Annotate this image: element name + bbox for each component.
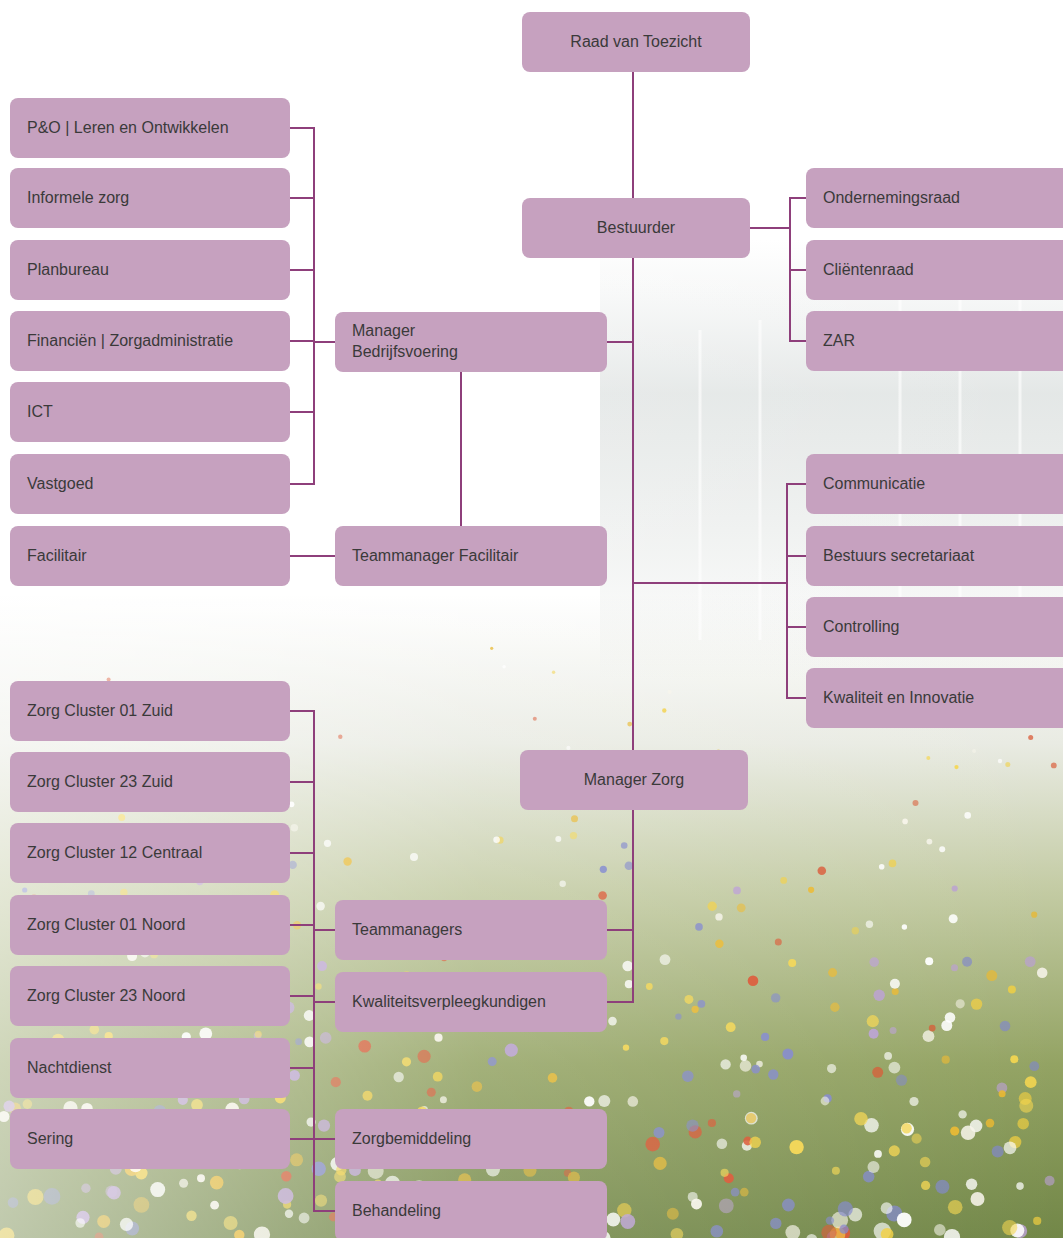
node-label: Bestuurs secretariaat [823, 546, 974, 567]
connector-line [290, 925, 335, 1002]
department-box: Zorg Cluster 12 Centraal [10, 823, 290, 883]
connector-line [290, 930, 335, 1139]
node-label: Zorg Cluster 12 Centraal [27, 843, 202, 864]
node-label: ICT [27, 402, 53, 423]
department-box: Zorgbemiddeling [335, 1109, 607, 1169]
node-label: Manager Bedrijfsvoering [352, 321, 492, 363]
connector-line [314, 930, 335, 1139]
staff-box: Cliëntenraad [806, 240, 1063, 300]
connector-line [633, 258, 806, 583]
manager-box: Manager Bedrijfsvoering [335, 312, 607, 372]
node-label: Facilitair [27, 546, 87, 567]
connector-line [290, 930, 335, 1068]
connector-line [290, 198, 335, 342]
connector-line [607, 258, 633, 342]
connector-line [607, 810, 633, 1002]
connector-line [750, 198, 806, 228]
node-label: Cliëntenraad [823, 260, 914, 281]
node-label: Teammanagers [352, 920, 462, 941]
connector-line [314, 930, 335, 1211]
board-box: Raad van Toezicht [522, 12, 750, 72]
node-label: Zorg Cluster 01 Noord [27, 915, 185, 936]
department-box: Zorg Cluster 23 Zuid [10, 752, 290, 812]
manager-box: Teammanagers [335, 900, 607, 960]
node-label: Zorgbemiddeling [352, 1129, 471, 1150]
connector-line [290, 342, 335, 484]
node-label: Raad van Toezicht [570, 32, 701, 53]
connector-line [750, 228, 806, 341]
connector-line [460, 372, 462, 526]
node-label: Kwaliteit en Innovatie [823, 688, 974, 709]
department-box: ICT [10, 382, 290, 442]
connector-line [632, 258, 634, 750]
connector-line [290, 270, 335, 342]
connector-line [290, 128, 335, 342]
connector-line [290, 853, 335, 1002]
department-box: Financiën | Zorgadministratie [10, 311, 290, 371]
staff-box: Ondernemingsraad [806, 168, 1063, 228]
node-label: Sering [27, 1129, 73, 1150]
connector-line [633, 258, 806, 698]
connector-line [290, 782, 335, 1002]
node-label: Manager Zorg [584, 770, 685, 791]
staff-box: Kwaliteit en Innovatie [806, 668, 1063, 728]
department-box: Planbureau [10, 240, 290, 300]
staff-box: Communicatie [806, 454, 1063, 514]
node-label: Financiën | Zorgadministratie [27, 331, 233, 352]
department-box: Facilitair [10, 526, 290, 586]
node-label: Vastgoed [27, 474, 93, 495]
connector-line [290, 711, 335, 930]
manager-box: Manager Zorg [520, 750, 748, 810]
node-label: Ondernemingsraad [823, 188, 960, 209]
staff-box: Bestuurs secretariaat [806, 526, 1063, 586]
connector-line [607, 810, 633, 930]
node-label: Zorg Cluster 23 Zuid [27, 772, 173, 793]
node-label: ZAR [823, 331, 855, 352]
connector-line [290, 930, 335, 996]
connector-line [290, 782, 335, 930]
department-box: Nachtdienst [10, 1038, 290, 1098]
department-box: Vastgoed [10, 454, 290, 514]
node-label: Zorg Cluster 23 Noord [27, 986, 185, 1007]
node-label: Bestuurder [597, 218, 675, 239]
node-label: Zorg Cluster 01 Zuid [27, 701, 173, 722]
node-label: Planbureau [27, 260, 109, 281]
node-label: P&O | Leren en Ontwikkelen [27, 118, 229, 139]
staff-box: Controlling [806, 597, 1063, 657]
manager-box: Kwaliteitsverpleegkundigen [335, 972, 607, 1032]
node-label: Controlling [823, 617, 899, 638]
department-box: Zorg Cluster 01 Noord [10, 895, 290, 955]
department-box: Behandeling [335, 1181, 607, 1238]
node-label: Kwaliteitsverpleegkundigen [352, 992, 546, 1013]
department-box: Zorg Cluster 23 Noord [10, 966, 290, 1026]
connector-line [290, 711, 335, 1002]
connector-line [750, 228, 806, 270]
connector-line [290, 853, 335, 930]
manager-box: Teammanager Facilitair [335, 526, 607, 586]
director-box: Bestuurder [522, 198, 750, 258]
department-box: P&O | Leren en Ontwikkelen [10, 98, 290, 158]
node-label: Teammanager Facilitair [352, 546, 518, 567]
node-label: Nachtdienst [27, 1058, 112, 1079]
connector-line [290, 555, 335, 557]
node-label: Behandeling [352, 1201, 441, 1222]
connector-line [632, 72, 634, 198]
department-box: Sering [10, 1109, 290, 1169]
department-box: Zorg Cluster 01 Zuid [10, 681, 290, 741]
node-label: Informele zorg [27, 188, 129, 209]
department-box: Informele zorg [10, 168, 290, 228]
connector-line [633, 258, 806, 583]
staff-box: ZAR [806, 311, 1063, 371]
connector-line [633, 258, 806, 627]
connector-line [290, 1002, 335, 1139]
connector-line [290, 342, 335, 412]
connector-line [290, 1002, 335, 1068]
node-label: Communicatie [823, 474, 925, 495]
